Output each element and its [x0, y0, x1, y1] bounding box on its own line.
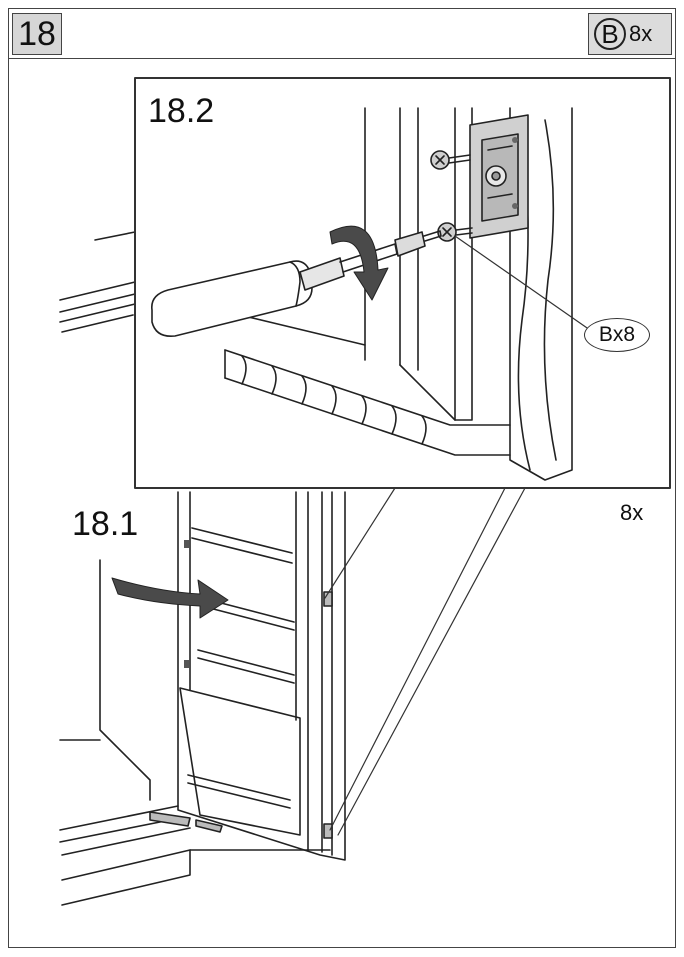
door-swing-arrow-icon [111, 577, 229, 619]
header-divider [8, 58, 676, 59]
substep-detail-label: 18.2 [148, 92, 215, 130]
cabinet-scene [59, 231, 346, 906]
screwdriver-icon [151, 230, 442, 338]
instruction-frame [8, 8, 676, 948]
substep-main-label: 18.1 [72, 505, 139, 543]
part-count: 8x [629, 21, 653, 46]
part-letter-circle: B [594, 18, 626, 50]
step-number: 18 [12, 13, 62, 55]
parts-tag: B 8x [588, 13, 672, 55]
detail-drawing [224, 107, 573, 481]
rotate-arrow-icon [329, 225, 389, 301]
quantity-label: 8x [620, 500, 644, 525]
screw-callout: Bx8 [584, 318, 650, 352]
